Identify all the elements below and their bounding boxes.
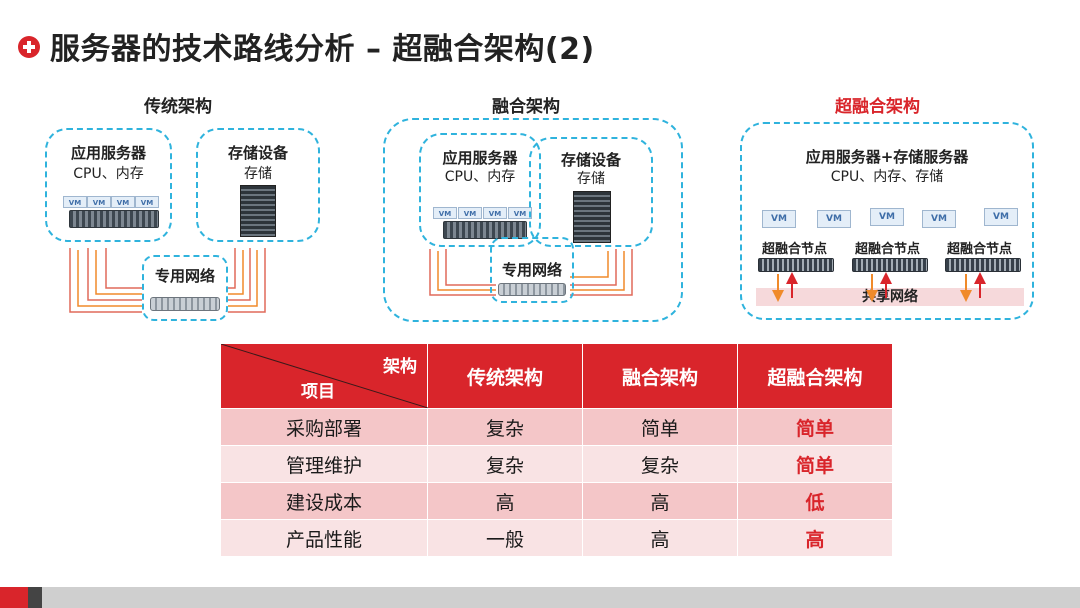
network-switch-icon (498, 283, 566, 296)
table-cell: 一般 (427, 519, 583, 557)
traditional-app-server-box: 应用服务器 CPU、内存 VM VM VM VM (45, 128, 172, 242)
traditional-storage-label: 存储设备 (227, 144, 288, 162)
hyper-node-server-icon (758, 258, 834, 272)
traditional-storage-box: 存储设备 存储 (196, 128, 320, 242)
converged-app-server-box: 应用服务器 CPU、内存 VM VM VM VM (419, 133, 541, 247)
app-server-icon (443, 221, 527, 239)
vm-icon: VM (870, 208, 904, 226)
table-cell: 高 (582, 519, 738, 557)
vm-icon: VM (508, 207, 532, 219)
table-cell: 简单 (582, 408, 738, 446)
table-corner-cell: 架构 项目 (220, 343, 428, 409)
table-column-header: 融合架构 (582, 343, 738, 409)
vm-icon: VM (458, 207, 482, 219)
traditional-network-box: 专用网络 (142, 255, 228, 321)
converged-storage-sub: 存储 (577, 171, 605, 187)
table-row-label: 产品性能 (220, 519, 428, 557)
hyper-header-sub: CPU、内存、存储 (830, 169, 944, 185)
converged-app-server-label: 应用服务器 (442, 149, 518, 167)
table-cell-highlight: 低 (737, 482, 893, 520)
app-server-icon (69, 210, 159, 228)
table-column-header: 超融合架构 (737, 343, 893, 409)
vm-icon: VM (135, 196, 159, 208)
table-header-row: 架构 项目 传统架构 融合架构 超融合架构 (220, 343, 893, 409)
traditional-title: 传统架构 (144, 97, 212, 117)
table-row: 产品性能 一般 高 高 (220, 519, 893, 557)
hyper-node-label-1: 超融合节点 (762, 242, 828, 257)
table-row: 管理维护 复杂 复杂 简单 (220, 445, 893, 483)
table-cell: 复杂 (582, 445, 738, 483)
converged-storage-label: 存储设备 (560, 151, 621, 169)
converged-app-server-sub: CPU、内存 (444, 169, 516, 185)
table-cell: 复杂 (427, 408, 583, 446)
footer-bar (42, 587, 1080, 608)
vm-icon: VM (111, 196, 135, 208)
title-bullet-icon (18, 36, 40, 58)
hyper-header-label: 应用服务器+存储服务器 (805, 148, 969, 166)
table-cell-highlight: 简单 (737, 445, 893, 483)
table-cell-highlight: 简单 (737, 408, 893, 446)
hyper-outer-box: 应用服务器+存储服务器 CPU、内存、存储 VM VM VM VM VM 超融合… (740, 122, 1034, 320)
table-cell: 高 (427, 482, 583, 520)
vm-icon: VM (922, 210, 956, 228)
vm-icon: VM (817, 210, 851, 228)
table-row: 采购部署 复杂 简单 简单 (220, 408, 893, 446)
vm-icon: VM (483, 207, 507, 219)
converged-outer-box (383, 118, 683, 322)
hyper-node-arrows (772, 272, 986, 302)
hyper-title: 超融合架构 (835, 97, 920, 117)
traditional-network-links (69, 248, 266, 313)
hyper-node-server-icon (852, 258, 928, 272)
comparison-table: 架构 项目 传统架构 融合架构 超融合架构 采购部署 复杂 简单 简单 管理维护… (220, 343, 893, 557)
storage-rack-icon (573, 191, 611, 243)
traditional-storage-sub: 存储 (244, 166, 272, 182)
traditional-app-server-label: 应用服务器 (70, 144, 146, 162)
converged-storage-box: 存储设备 存储 (529, 137, 653, 247)
hyper-node-label-3: 超融合节点 (947, 242, 1013, 257)
traditional-app-server-sub: CPU、内存 (73, 166, 144, 182)
traditional-network-label: 专用网络 (154, 267, 215, 285)
converged-network-box: 专用网络 (490, 237, 574, 303)
table-row-label: 采购部署 (220, 408, 428, 446)
vm-icon: VM (762, 210, 796, 228)
table-column-header: 传统架构 (427, 343, 583, 409)
footer-accent-bar (0, 587, 28, 608)
converged-network-label: 专用网络 (501, 261, 562, 279)
corner-top-label: 架构 (383, 357, 417, 377)
network-switch-icon (150, 297, 220, 311)
corner-bottom-label: 项目 (301, 382, 335, 402)
hyper-node-label-2: 超融合节点 (855, 242, 921, 257)
vm-icon: VM (984, 208, 1018, 226)
storage-rack-icon (240, 185, 276, 237)
table-cell: 高 (582, 482, 738, 520)
vm-icon: VM (433, 207, 457, 219)
table-cell: 复杂 (427, 445, 583, 483)
corner-diagonal (221, 344, 428, 408)
table-row: 建设成本 高 高 低 (220, 482, 893, 520)
converged-title: 融合架构 (492, 97, 560, 117)
converged-network-links (429, 249, 633, 296)
footer-dark-bar (28, 587, 42, 608)
table-row-label: 管理维护 (220, 445, 428, 483)
vm-icon: VM (63, 196, 87, 208)
vm-icon: VM (87, 196, 111, 208)
table-cell-highlight: 高 (737, 519, 893, 557)
page-title: 服务器的技术路线分析 – 超融合架构(2) (50, 32, 595, 67)
table-row-label: 建设成本 (220, 482, 428, 520)
hyper-node-server-icon (945, 258, 1021, 272)
